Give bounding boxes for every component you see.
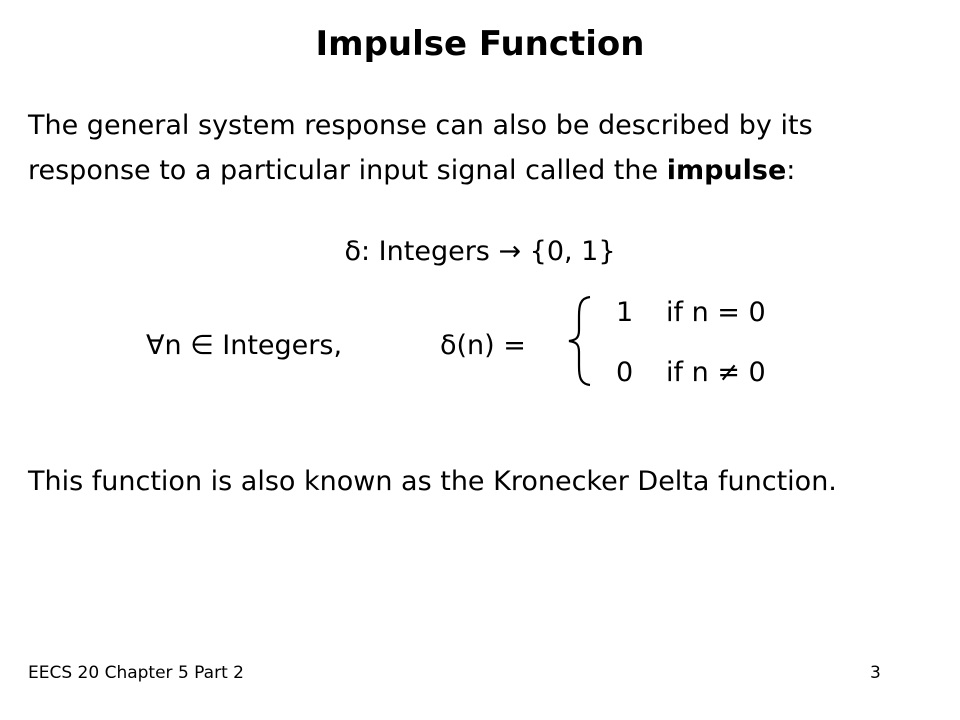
page-number: 3 bbox=[870, 663, 881, 683]
intro-paragraph: The general system response can also be … bbox=[28, 103, 928, 193]
case-condition: if n = 0 bbox=[666, 297, 766, 328]
definition-lhs: δ(n) = bbox=[440, 330, 526, 361]
case-value: 0 bbox=[616, 357, 634, 388]
case-value: 1 bbox=[616, 297, 634, 328]
closing-statement: This function is also known as the Krone… bbox=[28, 466, 837, 497]
footer-course-label: EECS 20 Chapter 5 Part 2 bbox=[28, 663, 244, 683]
intro-bold-term: impulse bbox=[666, 155, 787, 186]
function-signature: δ: Integers → {0, 1} bbox=[344, 236, 616, 267]
intro-punctuation: : bbox=[786, 155, 796, 186]
case-condition: if n ≠ 0 bbox=[666, 357, 766, 388]
slide-title: Impulse Function bbox=[315, 24, 645, 64]
left-brace-icon bbox=[568, 295, 591, 387]
intro-text: The general system response can also be … bbox=[28, 110, 813, 186]
quantifier-clause: ∀n ∈ Integers, bbox=[146, 330, 343, 361]
